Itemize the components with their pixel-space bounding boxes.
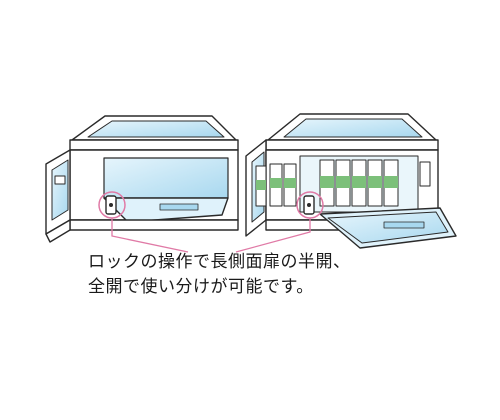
caption-line-2: 全開で使い分けが可能です。	[88, 277, 314, 297]
left-storage-box	[45, 115, 239, 243]
bottles	[255, 159, 399, 207]
callout-leader-right	[235, 218, 311, 253]
callout-leader-left	[111, 218, 189, 253]
right-storage-box	[245, 113, 457, 249]
caption-line-1: ロックの操作で長側面扉の半開、	[88, 252, 351, 272]
